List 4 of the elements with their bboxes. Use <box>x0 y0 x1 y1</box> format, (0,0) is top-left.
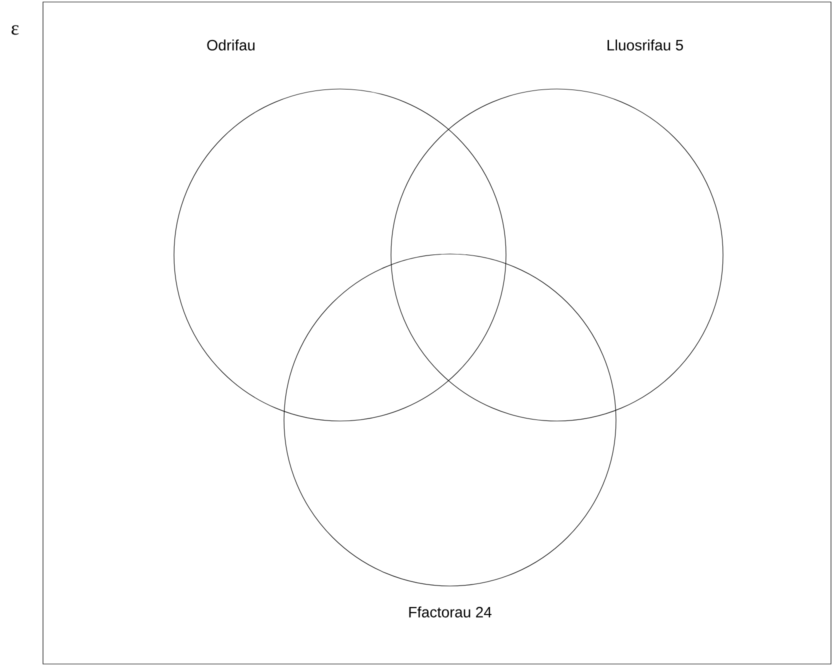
set-label: Odrifau <box>207 40 254 50</box>
set-label: Lluosrifau 5 <box>608 40 683 50</box>
set-label: Ffactorau 24 <box>409 606 492 618</box>
set-symbol: ε <box>12 25 19 35</box>
